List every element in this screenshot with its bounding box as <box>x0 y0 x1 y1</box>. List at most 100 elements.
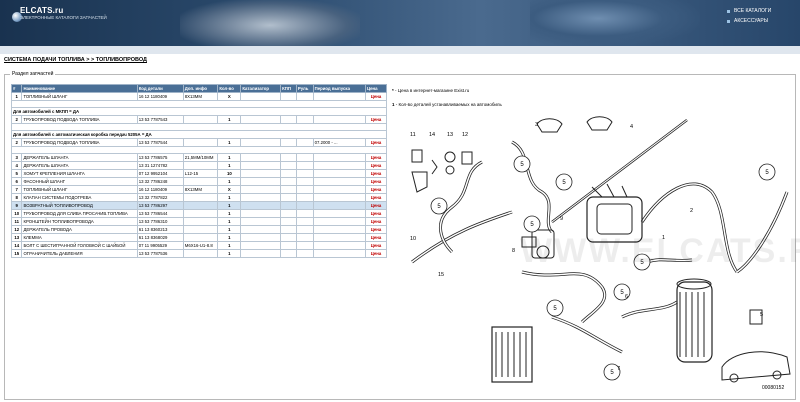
part-code: 13 53 7787544 <box>136 138 184 147</box>
figure-code: 00080152 <box>762 385 785 391</box>
steering-cell <box>295 185 314 194</box>
catalyst-cell <box>240 217 282 226</box>
catalyst-cell <box>240 161 282 170</box>
breadcrumb[interactable]: СИСТЕМА ПОДАЧИ ТОПЛИВА > > ТОПЛИВОПРОВОД <box>4 57 147 63</box>
row-number: 1 <box>10 92 23 101</box>
period-cell <box>312 249 366 258</box>
period-cell <box>312 233 366 242</box>
price-link[interactable]: Цена <box>364 161 388 170</box>
gearbox-cell <box>280 233 297 242</box>
row-number: 8 <box>10 193 23 202</box>
part-qty: 1 <box>217 153 242 162</box>
price-link[interactable]: Цена <box>364 92 388 101</box>
row-number: 7 <box>10 185 23 194</box>
bullet-icon <box>727 9 730 13</box>
gearbox-cell <box>280 241 297 250</box>
table-spacer-row <box>11 146 387 154</box>
period-cell <box>312 115 366 124</box>
part-code: 13 53 7787543 <box>136 115 184 124</box>
row-number: 6 <box>10 177 23 186</box>
part-qty: 1 <box>217 249 242 258</box>
gearbox-cell <box>280 177 297 186</box>
parts-diagram[interactable]: 5 5 5 5 5 5 5 5 5 11 14 13 12 3 4 2 9 8 … <box>392 112 796 398</box>
column-header: Код детали <box>136 84 184 93</box>
part-name: ДЕРЖАТЕЛЬ ШЛАНГА <box>21 153 138 162</box>
part-name: ТРУБОПРОВОД ПОДВОДА ТОПЛИВА <box>21 138 138 147</box>
table-group-row: Для автомобилей с автоматическая коробка… <box>11 130 387 139</box>
part-qty: 1 <box>217 161 242 170</box>
price-link[interactable]: Цена <box>364 185 388 194</box>
row-number: 10 <box>10 209 23 218</box>
period-cell <box>312 161 366 170</box>
part-code: 61 13 8360213 <box>136 225 184 234</box>
part-info: 8X13MM <box>182 185 219 194</box>
heat-exchanger <box>491 326 533 383</box>
row-number: 11 <box>10 217 23 226</box>
part-code: 07 12 9952104 <box>136 169 184 178</box>
brand-name: ELCATS.ru <box>20 6 64 15</box>
row-number: 12 <box>10 225 23 234</box>
price-link[interactable]: Цена <box>364 177 388 186</box>
price-link[interactable]: Цена <box>364 115 388 124</box>
parts-section-frame <box>4 74 796 400</box>
period-cell <box>312 201 366 210</box>
car-silhouette <box>721 351 791 381</box>
part-qty: 1 <box>217 225 242 234</box>
part-13 <box>444 151 456 163</box>
steering-cell <box>295 193 314 202</box>
part-code: 13 53 7786544 <box>136 209 184 218</box>
svg-text:5: 5 <box>562 180 566 186</box>
svg-text:13: 13 <box>447 132 453 138</box>
part-info <box>182 115 219 124</box>
part-info <box>182 233 219 242</box>
nav-link-accessories[interactable]: АКСЕССУАРЫ <box>727 18 771 24</box>
part-14 <box>411 171 428 193</box>
price-link[interactable]: Цена <box>364 217 388 226</box>
part-name: КЛЕММА <box>21 233 138 242</box>
svg-text:5: 5 <box>760 312 763 318</box>
price-link[interactable]: Цена <box>364 193 388 202</box>
catalyst-cell <box>240 115 282 124</box>
price-link[interactable]: Цена <box>364 169 388 178</box>
svg-text:14: 14 <box>429 132 435 138</box>
svg-text:15: 15 <box>438 272 444 278</box>
price-link[interactable]: Цена <box>364 138 388 147</box>
price-link[interactable]: Цена <box>364 209 388 218</box>
row-number: 4 <box>10 161 23 170</box>
part-qty: 1 <box>217 217 242 226</box>
part-name: ДЕРЖАТЕЛЬ ШЛАНГА <box>21 161 138 170</box>
period-cell <box>312 225 366 234</box>
column-header: КПП <box>280 84 297 93</box>
svg-text:11: 11 <box>410 132 416 138</box>
price-link[interactable]: Цена <box>364 233 388 242</box>
price-link[interactable]: Цена <box>364 153 388 162</box>
price-link[interactable]: Цена <box>364 241 388 250</box>
steering-cell <box>295 177 314 186</box>
brand-subtitle: ЭЛЕКТРОННЫЕ КАТАЛОГИ ЗАПЧАСТЕЙ <box>20 15 107 20</box>
price-link[interactable]: Цена <box>364 201 388 210</box>
price-link[interactable]: Цена <box>364 225 388 234</box>
part-qty: 10 <box>217 169 242 178</box>
gearbox-cell <box>280 115 297 124</box>
clamp-4 <box>586 116 613 131</box>
price-link[interactable]: Цена <box>364 249 388 258</box>
catalyst-cell <box>240 153 282 162</box>
nav-link-all-catalogs[interactable]: ВСЕ КАТАЛОГИ <box>727 8 771 14</box>
